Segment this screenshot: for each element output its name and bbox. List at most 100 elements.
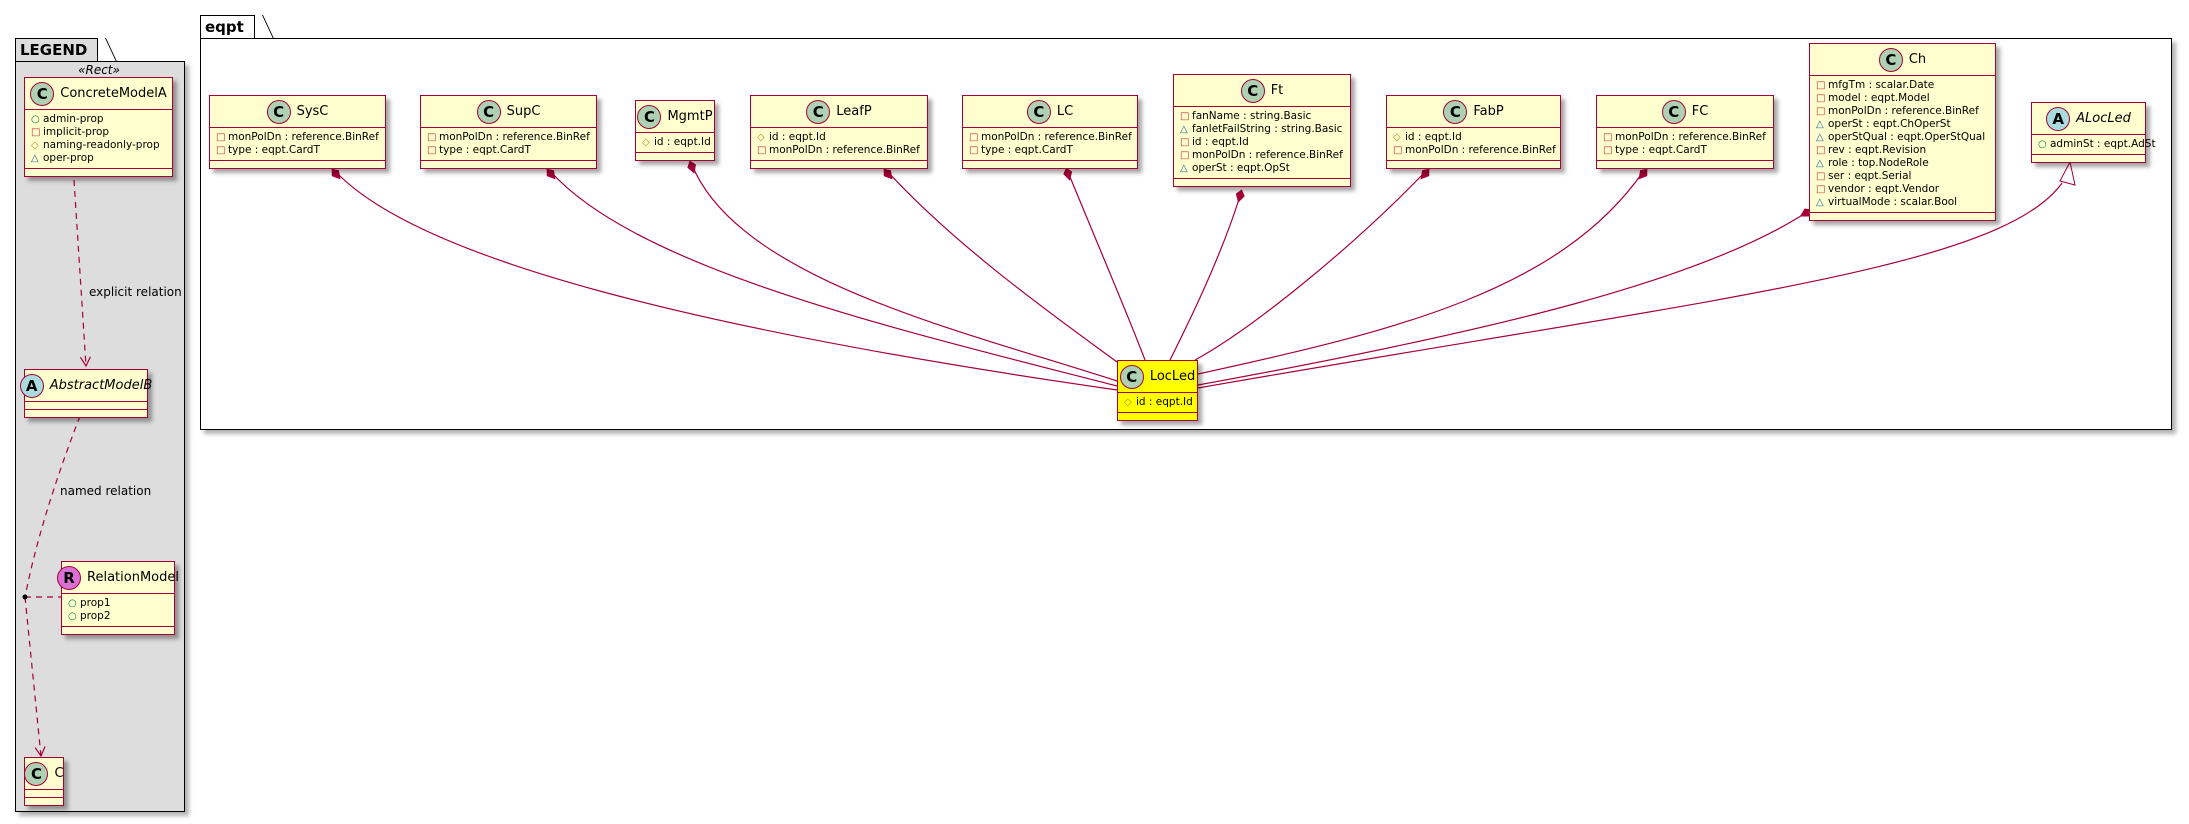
attribute-text: monPolDn : reference.BinRef bbox=[439, 131, 590, 143]
attribute-text: admin-prop bbox=[43, 113, 104, 125]
attribute-text: naming-readonly-prop bbox=[43, 139, 160, 151]
composition-diamond-ft bbox=[1235, 189, 1245, 203]
legend-explicit-relation bbox=[73, 179, 91, 368]
attribute-text: adminSt : eqpt.AdSt bbox=[2050, 138, 2156, 150]
class-methods bbox=[62, 627, 174, 634]
named-relation-label: named relation bbox=[60, 484, 152, 498]
attribute-row: ○prop1 bbox=[68, 597, 168, 610]
class-header: R RelationModel bbox=[57, 562, 179, 594]
package-visibility-icon: △ bbox=[1180, 124, 1188, 135]
private-visibility-icon: □ bbox=[427, 145, 437, 156]
attribute-row: □id : eqpt.Id bbox=[1180, 136, 1344, 149]
attribute-row: □vendor : eqpt.Vendor bbox=[1816, 183, 1989, 196]
attribute-text: fanletFailString : string.Basic bbox=[1192, 123, 1343, 135]
edge-mgmtp-locled bbox=[691, 164, 1118, 382]
class-name: RelationModel bbox=[87, 570, 179, 585]
package-visibility-icon: △ bbox=[31, 153, 39, 164]
class-name: ALocLed bbox=[2076, 111, 2131, 126]
attribute-row: □fanName : string.Basic bbox=[1180, 110, 1344, 123]
package-visibility-icon: △ bbox=[1180, 163, 1188, 174]
edge-leafp-locled bbox=[887, 171, 1118, 363]
class-attributes: □mfgTm : scalar.Date□model : eqpt.Model□… bbox=[1810, 76, 1995, 213]
package-visibility-icon: △ bbox=[1816, 132, 1824, 143]
class-methods bbox=[25, 169, 172, 176]
protected-visibility-icon: ◇ bbox=[757, 132, 765, 143]
attribute-row: □mfgTm : scalar.Date bbox=[1816, 79, 1989, 92]
class-attributes: □monPolDn : reference.BinRef□type : eqpt… bbox=[963, 128, 1137, 161]
eqpt-package-title: eqpt bbox=[200, 15, 255, 38]
class-attributes: ◇id : eqpt.Id□monPolDn : reference.BinRe… bbox=[751, 128, 927, 161]
class-methods bbox=[1810, 213, 1995, 220]
attribute-text: type : eqpt.CardT bbox=[439, 144, 531, 156]
relation-spot-icon: R bbox=[57, 565, 82, 590]
class-spot-icon: C bbox=[1240, 78, 1265, 103]
attribute-text: type : eqpt.CardT bbox=[1615, 144, 1707, 156]
class-spot-icon: C bbox=[24, 761, 49, 786]
class-spot-icon: C bbox=[476, 99, 501, 124]
attribute-text: monPolDn : reference.BinRef bbox=[1405, 144, 1556, 156]
edge-ch-locled bbox=[1197, 213, 1805, 386]
private-visibility-icon: □ bbox=[1816, 93, 1826, 104]
attribute-row: ◇id : eqpt.Id bbox=[1393, 131, 1554, 144]
class-name: LeafP bbox=[836, 104, 872, 119]
attribute-row: △operStQual : eqpt.OperStQual bbox=[1816, 131, 1989, 144]
private-visibility-icon: □ bbox=[1603, 132, 1613, 143]
private-visibility-icon: □ bbox=[216, 145, 226, 156]
legend-frame bbox=[15, 61, 185, 812]
class-name: AbstractModelB bbox=[49, 378, 153, 393]
private-visibility-icon: □ bbox=[1816, 80, 1826, 91]
attribute-row: □type : eqpt.CardT bbox=[216, 144, 379, 157]
edge-sysc-locled bbox=[335, 171, 1118, 391]
attribute-text: type : eqpt.CardT bbox=[228, 144, 320, 156]
attribute-row: □type : eqpt.CardT bbox=[427, 144, 590, 157]
attribute-text: prop2 bbox=[80, 610, 111, 622]
attribute-text: oper-prop bbox=[43, 152, 94, 164]
attribute-row: □monPolDn : reference.BinRef bbox=[1603, 131, 1767, 144]
attribute-row: ◇id : eqpt.Id bbox=[642, 136, 711, 149]
attribute-text: vendor : eqpt.Vendor bbox=[1828, 183, 1940, 195]
edge-supc-locled bbox=[550, 171, 1118, 387]
attribute-text: operSt : eqpt.ChOperSt bbox=[1828, 118, 1951, 130]
attribute-text: type : eqpt.CardT bbox=[981, 144, 1073, 156]
edge-fc-locled bbox=[1197, 171, 1644, 375]
attribute-row: □monPolDn : reference.BinRef bbox=[427, 131, 590, 144]
attribute-row: □ser : eqpt.Serial bbox=[1816, 170, 1989, 183]
attribute-text: fanName : string.Basic bbox=[1192, 110, 1312, 122]
class-methods bbox=[1118, 413, 1197, 420]
class-relation-model[interactable]: R RelationModel ○prop1○prop2 bbox=[57, 561, 179, 635]
class-name: FC bbox=[1691, 104, 1709, 119]
attribute-row: △virtualMode : scalar.Bool bbox=[1816, 196, 1989, 209]
protected-visibility-icon: ◇ bbox=[31, 140, 39, 151]
attribute-row: □model : eqpt.Model bbox=[1816, 92, 1989, 105]
attribute-row: ○prop2 bbox=[68, 610, 168, 623]
attribute-row: □rev : eqpt.Revision bbox=[1816, 144, 1989, 157]
class-attributes bbox=[25, 790, 63, 798]
composition-diamond-supc bbox=[546, 168, 556, 180]
edge-ft-locled bbox=[1169, 195, 1241, 361]
attribute-text: monPolDn : reference.BinRef bbox=[1615, 131, 1766, 143]
attribute-row: △ oper-prop bbox=[31, 152, 166, 165]
attribute-text: monPolDn : reference.BinRef bbox=[769, 144, 920, 156]
protected-visibility-icon: ◇ bbox=[1124, 397, 1132, 408]
private-visibility-icon: □ bbox=[1603, 145, 1613, 156]
attribute-row: □monPolDn : reference.BinRef bbox=[216, 131, 379, 144]
class-attributes bbox=[25, 402, 147, 410]
